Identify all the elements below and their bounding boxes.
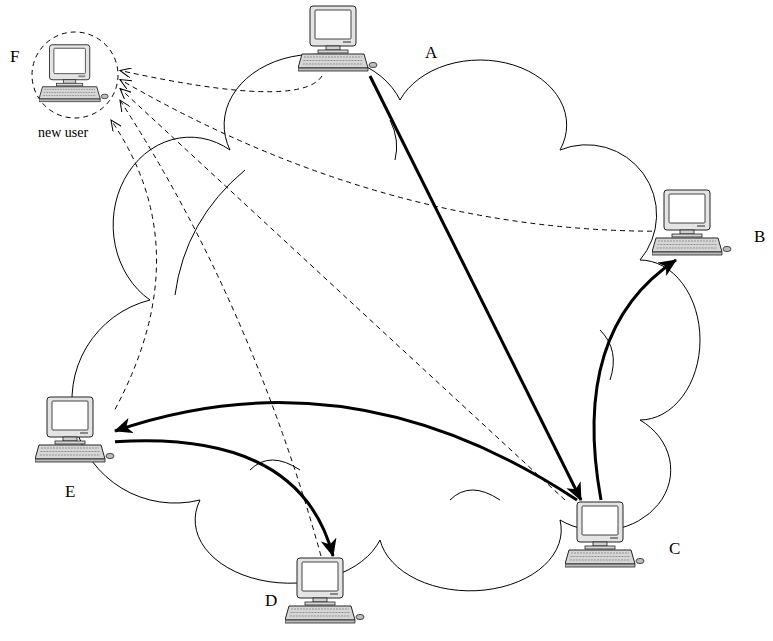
join-arrow: [120, 80, 652, 232]
join-arrow: [111, 120, 157, 409]
computer-figure: [565, 500, 645, 572]
computer-node: B: [652, 188, 732, 260]
node-letter: A: [425, 44, 437, 61]
computer-icon: [298, 4, 378, 76]
join-arrow: [120, 89, 565, 501]
join-arrow: [120, 71, 322, 92]
node-letter: B: [754, 228, 765, 245]
node-letter: D: [265, 592, 277, 609]
cloud-fold: [175, 120, 613, 500]
computer-figure: [285, 556, 365, 628]
node-letter: E: [65, 483, 75, 500]
computer-node: C: [565, 500, 645, 572]
join-arrow: [120, 100, 321, 556]
computer-figure: [35, 395, 115, 467]
computer-figure: [652, 188, 732, 260]
computer-node: A: [298, 4, 378, 76]
node-letter: C: [669, 540, 680, 557]
computer-node: E: [35, 395, 115, 467]
data-transfer-arrow: [370, 76, 581, 500]
computer-node: Fnew user: [30, 30, 120, 120]
computer-icon: [652, 188, 732, 260]
computer-icon: [39, 43, 109, 106]
node-caption: new user: [38, 126, 88, 140]
computer-icon: [35, 395, 115, 467]
node-letter: F: [10, 48, 19, 65]
computer-icon: [565, 500, 645, 572]
computer-figure: [39, 43, 109, 106]
cloud-outline: [72, 54, 700, 591]
data-transfer-arrow: [115, 403, 577, 500]
computer-node: D: [285, 556, 365, 628]
data-transfer-arrow: [115, 441, 333, 556]
computer-figure: [298, 4, 378, 76]
computer-icon: [285, 556, 365, 628]
data-transfer-arrow: [594, 260, 676, 500]
